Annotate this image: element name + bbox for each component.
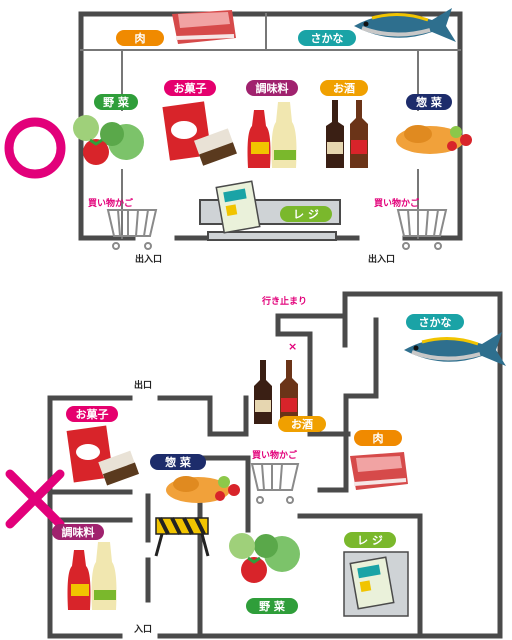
good-basket-left-label: 買い物かご <box>88 197 134 209</box>
bad-alcohol-section: お酒 <box>254 360 326 432</box>
bad-deli-section: 惣 菜 <box>150 454 240 503</box>
bad-entrance-label: 入口 <box>133 624 152 635</box>
meat-icon <box>350 452 408 490</box>
good-seasoning-section: 調味料 <box>246 80 298 168</box>
condiment-bottles-icon <box>67 542 117 610</box>
shopping-cart-icon <box>250 463 300 504</box>
good-alcohol-label: お酒 <box>333 82 355 95</box>
vegetables-icon <box>229 533 300 583</box>
good-deli-label: 惣 菜 <box>416 95 443 109</box>
bad-fish-section: さかな <box>404 314 506 366</box>
good-basket-right: 買い物かご <box>374 197 448 250</box>
good-meat-section: 肉 <box>116 10 236 46</box>
construction-barrier-icon <box>154 517 210 557</box>
vegetables-icon <box>73 115 144 165</box>
deli-food-icon <box>166 476 240 503</box>
sweets-icon <box>66 425 140 486</box>
good-register-section: レ ジ <box>215 180 332 234</box>
bad-exit-label: 出口 <box>134 379 152 391</box>
bad-store-map: 行き止まり × さかな 出口 お酒 <box>5 291 506 639</box>
meat-icon <box>172 10 236 44</box>
good-basket-right-label: 買い物かご <box>374 197 420 209</box>
cash-register-icon <box>215 180 261 234</box>
deli-food-icon <box>396 125 472 154</box>
fish-icon <box>404 332 506 366</box>
bad-vegetables-section: 野 菜 <box>229 533 300 614</box>
bad-register-label: レ ジ <box>357 534 383 547</box>
bad-deli-label: 惣 菜 <box>165 455 192 469</box>
good-store-map: 肉 さかな 野 菜 <box>4 8 472 265</box>
bad-dead-end-mark: × <box>288 340 297 353</box>
bad-meat-label: 肉 <box>373 431 384 445</box>
bottles-icon <box>254 360 298 424</box>
bad-basket-label: 買い物かご <box>252 449 298 461</box>
bad-basket-section: 買い物かご <box>250 449 300 504</box>
bad-verdict-cross-icon <box>5 469 65 529</box>
bad-register-section: レ ジ <box>343 532 409 617</box>
condiment-bottles-icon <box>247 102 297 168</box>
good-vegetables-section: 野 菜 <box>73 94 144 165</box>
shopping-cart-icon <box>106 209 158 250</box>
good-seasoning-label: 調味料 <box>256 81 289 95</box>
good-entrance-right-label: 出入口 <box>368 253 395 265</box>
good-alcohol-section: お酒 <box>320 80 368 168</box>
bad-fish-label: さかな <box>419 316 452 329</box>
sweets-icon <box>162 101 237 166</box>
bad-vegetables-label: 野 菜 <box>259 599 286 613</box>
good-meat-label: 肉 <box>135 31 146 45</box>
good-entrance-left-label: 出入口 <box>135 253 162 265</box>
good-fish-label: さかな <box>311 32 344 45</box>
good-register-label: レ ジ <box>293 208 319 221</box>
bad-sweets-label: お菓子 <box>76 407 109 421</box>
good-vegetables-label: 野 菜 <box>103 95 130 109</box>
cash-register-icon <box>349 556 395 610</box>
bottles-icon <box>326 100 368 168</box>
shopping-cart-icon <box>396 209 448 250</box>
bad-dead-end-label: 行き止まり <box>261 295 307 307</box>
bad-sweets-section: お菓子 <box>66 406 140 486</box>
good-deli-section: 惣 菜 <box>396 94 472 154</box>
bad-seasoning-label: 調味料 <box>62 525 95 539</box>
bad-seasoning-section: 調味料 <box>52 524 117 610</box>
fish-icon <box>354 8 456 42</box>
bad-alcohol-label: お酒 <box>291 418 313 431</box>
bad-meat-section: 肉 <box>350 430 408 490</box>
good-verdict-circle-icon <box>4 117 66 179</box>
good-sweets-label: お菓子 <box>174 81 207 95</box>
good-basket-left: 買い物かご <box>88 197 158 250</box>
good-fish-section: さかな <box>298 8 456 46</box>
good-sweets-section: お菓子 <box>162 80 237 166</box>
